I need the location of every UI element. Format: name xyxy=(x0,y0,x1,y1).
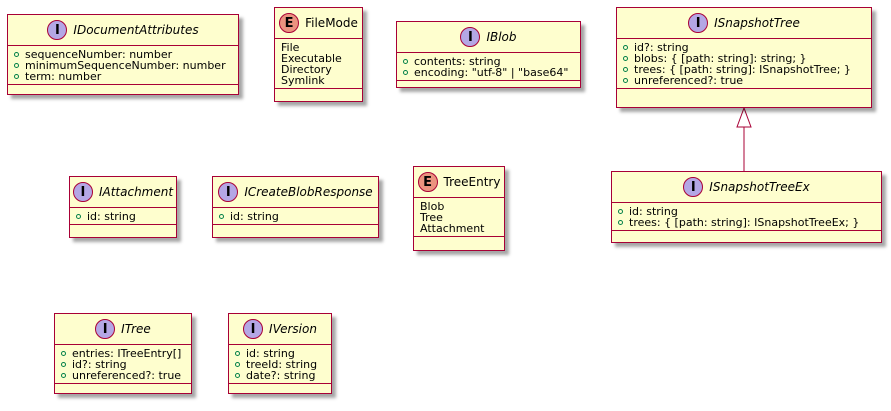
interface-badge-icon: I xyxy=(72,182,93,202)
class-name: IBlob xyxy=(486,30,517,44)
enum-value: File xyxy=(281,41,300,54)
public-visibility-icon xyxy=(235,351,240,356)
class-name: IDocumentAttributes xyxy=(73,23,199,37)
member-row: minimumSequenceNumber: number xyxy=(14,60,232,71)
member-row: blobs: { [path: string]: string; } xyxy=(623,53,865,64)
interface-badge-icon: I xyxy=(243,319,264,339)
class-members: id: string xyxy=(70,208,176,225)
class-header: I IBlob xyxy=(397,22,580,53)
class-header: I ITree xyxy=(55,314,191,345)
interface-badge-icon: I xyxy=(47,20,68,40)
enum-value: Symlink xyxy=(281,74,325,87)
class-header: E FileMode xyxy=(275,8,362,39)
class-name: TreeEntry xyxy=(443,175,501,189)
class-name: ICreateBlobResponse xyxy=(244,185,373,199)
member-row: date?: string xyxy=(235,370,325,381)
enum-value: Attachment xyxy=(420,222,485,235)
class-name: ITree xyxy=(121,322,151,336)
public-visibility-icon xyxy=(618,220,623,225)
public-visibility-icon xyxy=(623,67,628,72)
member-row: term: number xyxy=(14,71,232,82)
class-header: I ICreateBlobResponse xyxy=(213,177,378,208)
class-name: IAttachment xyxy=(98,185,174,199)
public-visibility-icon xyxy=(61,373,66,378)
class-isnapshot-tree-ex[interactable]: I ISnapshotTreeEx id: string trees: { [p… xyxy=(611,171,882,243)
class-members: id: string treeId: string date?: string xyxy=(229,345,331,384)
class-itree[interactable]: I ITree entries: ITreeEntry[] id?: strin… xyxy=(54,313,192,394)
class-members: sequenceNumber: number minimumSequenceNu… xyxy=(8,46,238,85)
class-name: ISnapshotTree xyxy=(714,16,800,30)
class-iattachment[interactable]: I IAttachment id: string xyxy=(69,176,177,238)
member-row: id: string xyxy=(219,211,372,222)
member-row: contents: string xyxy=(403,56,574,67)
interface-badge-icon: I xyxy=(460,27,481,47)
public-visibility-icon xyxy=(76,214,81,219)
class-iblob[interactable]: I IBlob contents: string encoding: "utf-… xyxy=(396,21,581,88)
interface-badge-icon: I xyxy=(95,319,116,339)
member-row: encoding: "utf-8" | "base64" xyxy=(403,67,574,78)
member-row: trees: { [path: string]: ISnapshotTreeEx… xyxy=(618,217,875,228)
enum-tree-entry[interactable]: E TreeEntry Blob Tree Attachment xyxy=(413,166,505,251)
member-row: unreferenced?: true xyxy=(623,75,865,86)
class-members: entries: ITreeEntry[] id?: string unrefe… xyxy=(55,345,191,384)
member-row: trees: { [path: string]: ISnapshotTree; … xyxy=(623,64,865,75)
public-visibility-icon xyxy=(14,63,19,68)
public-visibility-icon xyxy=(235,373,240,378)
interface-badge-icon: I xyxy=(688,13,709,33)
class-name: ISnapshotTreeEx xyxy=(709,180,810,194)
public-visibility-icon xyxy=(219,214,224,219)
interface-badge-icon: I xyxy=(683,177,704,197)
public-visibility-icon xyxy=(623,78,628,83)
member-row: id: string xyxy=(618,206,875,217)
public-visibility-icon xyxy=(618,209,623,214)
enum-values: File Executable Directory Symlink xyxy=(275,39,362,89)
enum-badge-icon: E xyxy=(279,13,300,33)
class-members: id: string xyxy=(213,208,378,225)
class-members: contents: string encoding: "utf-8" | "ba… xyxy=(397,53,580,81)
public-visibility-icon xyxy=(403,59,408,64)
class-header: I IDocumentAttributes xyxy=(8,15,238,46)
class-header: I IAttachment xyxy=(70,177,176,208)
enum-value: Executable xyxy=(281,52,342,65)
public-visibility-icon xyxy=(61,351,66,356)
class-header: E TreeEntry xyxy=(414,167,504,198)
member-row: id: string xyxy=(76,211,170,222)
member-row: treeId: string xyxy=(235,359,325,370)
public-visibility-icon xyxy=(14,52,19,57)
member-row: id: string xyxy=(235,348,325,359)
member-row: id?: string xyxy=(623,42,865,53)
public-visibility-icon xyxy=(61,362,66,367)
class-header: I ISnapshotTree xyxy=(617,8,871,39)
public-visibility-icon xyxy=(403,70,408,75)
class-name: FileMode xyxy=(305,16,358,30)
member-row: entries: ITreeEntry[] xyxy=(61,348,185,359)
class-icreate-blob-response[interactable]: I ICreateBlobResponse id: string xyxy=(212,176,379,238)
class-members: id?: string blobs: { [path: string]: str… xyxy=(617,39,871,89)
public-visibility-icon xyxy=(623,45,628,50)
public-visibility-icon xyxy=(14,74,19,79)
public-visibility-icon xyxy=(623,56,628,61)
public-visibility-icon xyxy=(235,362,240,367)
interface-badge-icon: I xyxy=(218,182,239,202)
inheritance-arrowhead xyxy=(736,106,752,128)
class-iversion[interactable]: I IVersion id: string treeId: string dat… xyxy=(228,313,332,394)
class-header: I ISnapshotTreeEx xyxy=(612,172,881,203)
enum-value: Blob xyxy=(420,200,445,213)
enum-badge-icon: E xyxy=(417,172,438,192)
enum-values: Blob Tree Attachment xyxy=(414,198,504,237)
member-row: sequenceNumber: number xyxy=(14,49,232,60)
class-members: id: string trees: { [path: string]: ISna… xyxy=(612,203,881,231)
class-name: IVersion xyxy=(269,322,317,336)
enum-value: Directory xyxy=(281,63,332,76)
enum-value: Tree xyxy=(420,211,443,224)
member-row: unreferenced?: true xyxy=(61,370,185,381)
class-isnapshot-tree[interactable]: I ISnapshotTree id?: string blobs: { [pa… xyxy=(616,7,872,108)
class-idocument-attributes[interactable]: I IDocumentAttributes sequenceNumber: nu… xyxy=(7,14,239,95)
member-row: id?: string xyxy=(61,359,185,370)
enum-file-mode[interactable]: E FileMode File Executable Directory Sym… xyxy=(274,7,363,102)
class-header: I IVersion xyxy=(229,314,331,345)
